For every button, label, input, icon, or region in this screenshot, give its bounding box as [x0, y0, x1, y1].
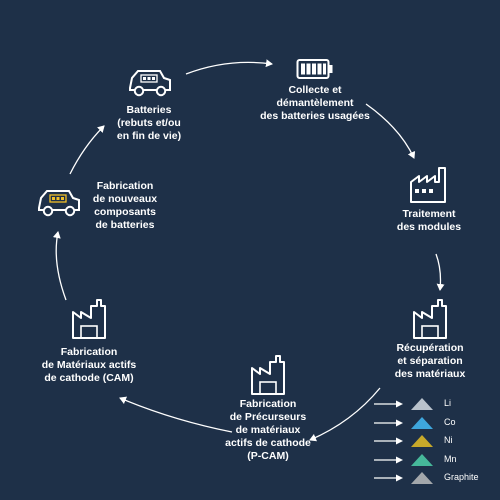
- cycle-arrow-2: [365, 103, 416, 159]
- cycle-arrow-4: [309, 387, 381, 442]
- node-label: Batteries (rebuts et/ou en fin de vie): [116, 104, 182, 142]
- node-composants: Fabrication de nouveaux composants de ba…: [84, 180, 166, 232]
- legend-item: Ni: [374, 434, 494, 448]
- factory-icon: [251, 355, 285, 395]
- factory-icon: [413, 299, 447, 339]
- legend-item: Co: [374, 416, 494, 430]
- legend-label: Graphite: [444, 472, 479, 482]
- cycle-arrow-3: [435, 253, 445, 291]
- battery-icon: [296, 59, 333, 79]
- arrow-right-icon: [374, 474, 403, 482]
- node-recuperation: Récupération et séparation des matériaux: [380, 296, 480, 381]
- node-pcam: Fabrication de Précurseurs de matériaux …: [216, 352, 320, 463]
- node-label: Fabrication de Précurseurs de matériaux …: [225, 398, 311, 462]
- node-label: Fabrication de Matériaux actifs de catho…: [41, 346, 137, 384]
- cycle-arrow-6: [52, 231, 67, 301]
- car-icon: [129, 70, 171, 97]
- cycle-arrow-1: [185, 59, 273, 75]
- node-label: Traitement des modules: [396, 208, 462, 233]
- legend-item: Graphite: [374, 471, 494, 485]
- legend-item: Mn: [374, 453, 494, 467]
- node-batteries: Batteries (rebuts et/ou en fin de vie): [104, 66, 194, 143]
- car-battery-icon: [38, 190, 80, 217]
- legend-label: Ni: [444, 435, 453, 445]
- factory-icon: [410, 167, 446, 203]
- arrow-right-icon: [374, 400, 403, 408]
- material-pile-icon: [411, 472, 433, 484]
- cycle-arrow-5: [119, 396, 233, 433]
- arrow-right-icon: [374, 437, 403, 445]
- cycle-arrow-7: [69, 125, 105, 175]
- arrow-right-icon: [374, 456, 403, 463]
- node-composants-icon: [30, 186, 86, 220]
- material-pile-icon: [411, 453, 433, 466]
- material-pile-icon: [411, 435, 433, 447]
- legend-label: Co: [444, 416, 456, 427]
- material-pile-icon: [411, 398, 433, 410]
- node-cam: Fabrication de Matériaux actifs de catho…: [30, 296, 148, 385]
- legend-item: Li: [374, 397, 494, 411]
- factory-icon: [72, 299, 106, 339]
- legend-label: Mn: [444, 453, 457, 464]
- legend-label: Li: [444, 398, 452, 408]
- node-label: Collecte et démantèlement des batteries …: [260, 84, 370, 122]
- node-collecte: Collecte et démantèlement des batteries …: [250, 58, 380, 123]
- node-traitement: Traitement des modules: [385, 164, 473, 234]
- node-label: Fabrication de nouveaux composants de ba…: [92, 180, 158, 231]
- material-pile-icon: [411, 416, 433, 429]
- node-label: Récupération et séparation des matériaux: [394, 342, 466, 380]
- arrow-right-icon: [374, 419, 403, 426]
